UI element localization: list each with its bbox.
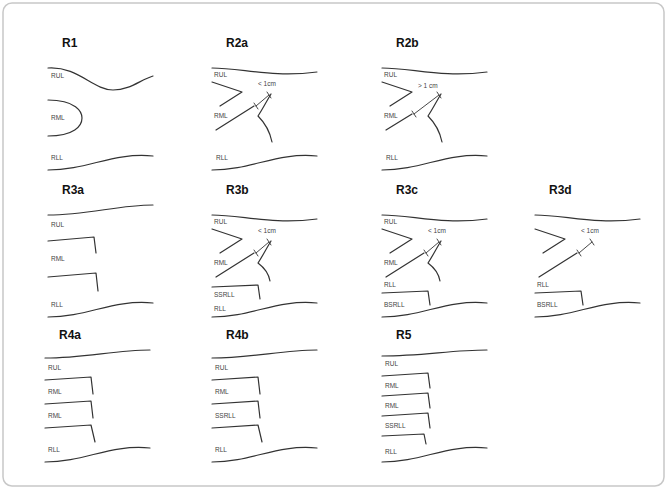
lobe-label: < 1cm: [258, 227, 276, 234]
panel-title: R3c: [396, 183, 418, 197]
panel-title: R3d: [549, 183, 572, 197]
lobe-label: RLL: [537, 281, 549, 288]
outer-frame: [3, 3, 664, 486]
lobe-label: RUL: [48, 364, 61, 371]
lobe-label: RML: [384, 259, 398, 266]
lobe-label: RML: [214, 259, 228, 266]
lobe-label: RML: [214, 112, 228, 119]
lobe-label: > 1 cm: [418, 82, 438, 89]
lobe-label: RUL: [51, 72, 64, 79]
panel-title: R3a: [62, 183, 84, 197]
lobe-label: RUL: [384, 218, 397, 225]
lobe-label: RLL: [385, 448, 397, 455]
panel-title: R2b: [396, 36, 419, 50]
panel-r3c: [382, 215, 487, 317]
lobe-label: RLL: [48, 446, 60, 453]
panel-r2a: [212, 68, 317, 170]
lobe-label: RUL: [215, 364, 228, 371]
lobe-label: SSRLL: [214, 291, 235, 298]
lobe-label: RML: [51, 255, 65, 262]
lobe-label: RUL: [214, 71, 227, 78]
lobe-label: RML: [48, 412, 62, 419]
lobe-label: RLL: [51, 154, 63, 161]
lobe-label: RUL: [51, 221, 64, 228]
lobe-label: RLL: [384, 281, 396, 288]
lobe-label: RML: [215, 388, 229, 395]
panel-title: R1: [62, 36, 77, 50]
panel-title: R3b: [226, 183, 249, 197]
lobe-label: BSRLL: [537, 301, 558, 308]
panel-title: R5: [396, 328, 411, 342]
lobe-label: RML: [48, 388, 62, 395]
panel-r4a: [45, 350, 150, 462]
panel-title: R4a: [59, 328, 81, 342]
panel-r1: [48, 68, 153, 170]
lobe-label: RLL: [216, 154, 228, 161]
panel-r4b: [212, 350, 317, 462]
panel-r2b: [382, 68, 487, 170]
lobe-label: BSRLL: [384, 301, 405, 308]
lobe-label: RLL: [214, 305, 226, 312]
lobe-label: < 1cm: [258, 80, 276, 87]
lobe-label: RML: [385, 382, 399, 389]
lobe-label: RUL: [384, 71, 397, 78]
lobe-label: SSRLL: [215, 412, 236, 419]
panel-title: R4b: [226, 328, 249, 342]
lobe-label: < 1cm: [428, 227, 446, 234]
lobe-label: RLL: [386, 154, 398, 161]
panel-r5: [382, 350, 487, 462]
lobe-label: RML: [385, 402, 399, 409]
lobe-label: RUL: [214, 218, 227, 225]
lobe-label: RUL: [385, 360, 398, 367]
panel-r3d: [535, 215, 640, 317]
panel-r3b: [212, 215, 317, 317]
panel-title: R2a: [226, 36, 248, 50]
lobe-label: < 1cm: [581, 227, 599, 234]
lobe-label: RML: [51, 114, 65, 121]
lobe-label: RLL: [51, 301, 63, 308]
lobe-label: RLL: [215, 446, 227, 453]
lobe-label: RML: [384, 112, 398, 119]
panel-r3a: [48, 205, 153, 317]
lobe-label: SSRLL: [385, 422, 406, 429]
